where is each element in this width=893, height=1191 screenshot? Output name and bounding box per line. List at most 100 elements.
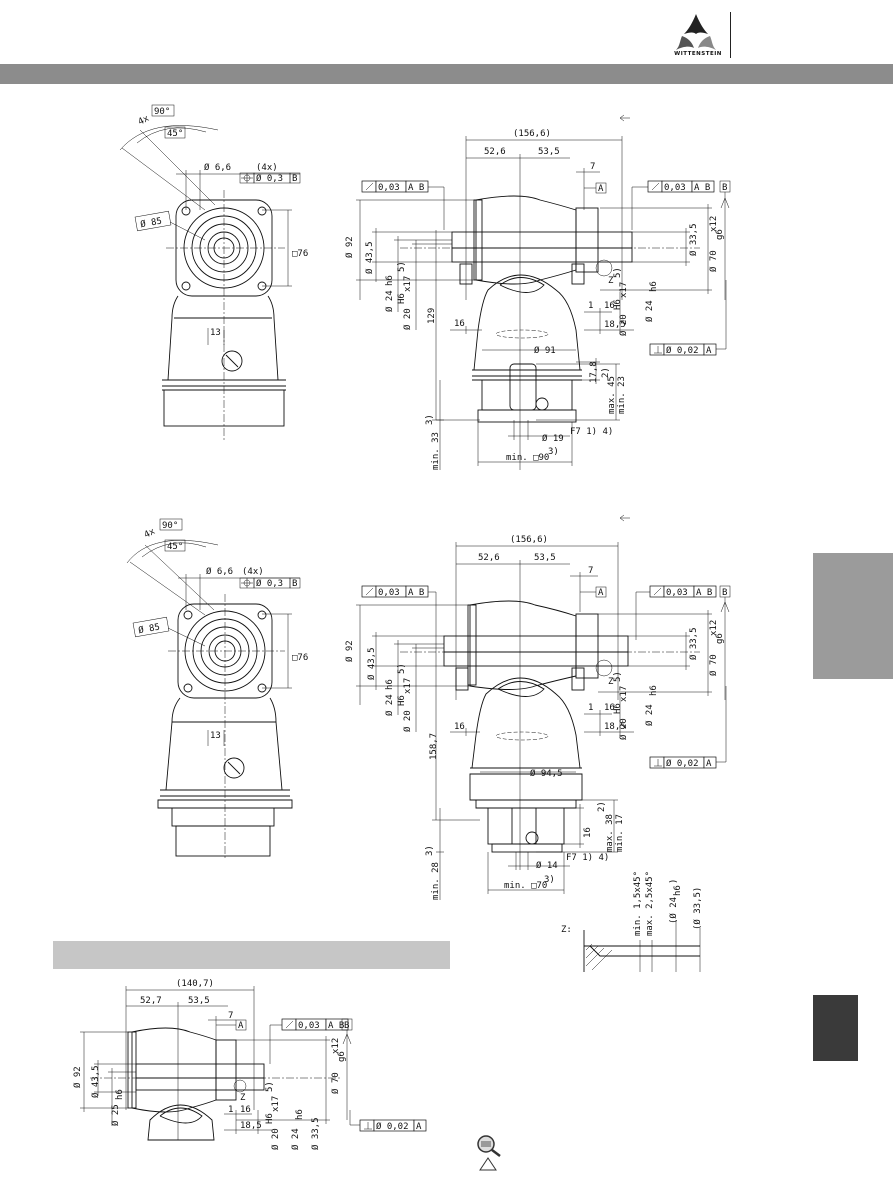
v1s-min23: min. 23 [617, 376, 627, 414]
v2-dim-13: 13 [210, 731, 221, 741]
v2s-overall: (156,6) [510, 535, 548, 545]
v2s-d535: 53,5 [534, 553, 556, 563]
v2s-runout-right-datum: A B [696, 588, 712, 598]
v2s-d1: 1 [588, 703, 593, 713]
v2-position-datum: B [292, 579, 297, 589]
v1s-perp: Ø 0,02 [666, 345, 699, 356]
v2-flange-square: □76 [292, 653, 308, 663]
v3s-d335: Ø 33,5 [310, 1117, 321, 1150]
magnifier-icon[interactable] [470, 1132, 506, 1172]
v1-angle-total: 90° [154, 107, 170, 117]
v2s-runout-left-datum: A B [408, 588, 424, 598]
v1s-d20r-x: x17 [619, 282, 629, 298]
detail-z-dia24-sub: h6 [673, 885, 683, 896]
v1s-d24-sub: h6 [385, 275, 395, 286]
v1s-d70-x: x12 [709, 216, 719, 232]
v1s-d19: Ø 19 [542, 433, 564, 444]
v3s-d1: 1 [228, 1105, 233, 1115]
v3s-d25-sub: h6 [115, 1089, 125, 1100]
v1s-d129: 129 [427, 308, 437, 324]
v3s-d24: Ø 24 [290, 1128, 301, 1150]
v2-hole-dia: Ø 6,6 [206, 566, 233, 577]
v2s-runout-right: 0,03 [666, 588, 688, 598]
v1s-d526: 52,6 [484, 147, 506, 157]
v3s-overall: (140,7) [176, 979, 214, 989]
side-tab-dark[interactable] [813, 995, 858, 1061]
detail-z-chamfer-max: max. 2,5x45° [645, 871, 655, 936]
v2s-d14: Ø 14 [536, 860, 558, 871]
v1s-d435: Ø 43,5 [364, 241, 375, 274]
v3s-d16: 16 [240, 1105, 251, 1115]
detail-z-chamfer-min: min. 1,5x45° [633, 871, 643, 936]
v3s-runout: 0,03 [298, 1021, 320, 1031]
v3s-d70: Ø 70 [330, 1072, 341, 1094]
v1-dim-13: 13 [210, 328, 221, 338]
v1s-runout-left-datum: A B [408, 183, 424, 193]
v2s-max38: max. 38 [605, 814, 615, 852]
view1-front-drawing: 4x 90° 45° Ø 6,6 (4x) Ø 0,3 B Ø 85 □76 [119, 104, 308, 440]
v2s-d20-tol: H6 [397, 695, 407, 706]
view1-side-drawing: (156,6) 52,6 53,5 7 0,03 A B A 0,03 A B … [344, 114, 731, 470]
v2s-datum-a: A [598, 588, 604, 598]
section-header-bar [53, 941, 450, 969]
v1-position-tol: Ø 0,3 [256, 173, 283, 184]
v2s-d16b: 16 [583, 827, 593, 838]
side-tab-light[interactable] [813, 553, 893, 679]
v1s-min33: min. 33 [431, 432, 441, 470]
v2s-d16r: 16 [604, 703, 615, 713]
v1s-d20-x: x17 [403, 276, 413, 292]
v2s-d70-x: x12 [709, 620, 719, 636]
view2-side-drawing: (156,6) 52,6 53,5 7 0,03 A B A 0,03 A B … [344, 514, 731, 900]
v3s-z: Z [240, 1093, 246, 1103]
v3s-d92: Ø 92 [72, 1066, 83, 1088]
v2s-d20: Ø 20 [402, 710, 413, 732]
view3-side-drawing: (140,7) 52,7 53,5 7 A 0,03 A B B Z Ø 92 … [72, 979, 427, 1150]
v1s-d20: Ø 20 [402, 308, 413, 330]
v1s-d335: Ø 33,5 [688, 223, 699, 256]
v2s-d335: Ø 33,5 [688, 627, 699, 660]
v3s-d185: 18,5 [240, 1121, 262, 1131]
v1s-d20r: Ø 20 [618, 314, 629, 336]
v1s-d24: Ø 24 [384, 290, 395, 312]
v1s-d7: 7 [590, 162, 595, 172]
v3s-d70-sub: g6 [337, 1051, 347, 1062]
v3s-perp: Ø 0,02 [376, 1121, 409, 1132]
v2s-d20-sup: 5) [397, 663, 407, 674]
v2s-d20r-sup: 5) [613, 671, 623, 682]
v3s-d20-tol: H6 [265, 1113, 275, 1124]
v2s-d16: 16 [454, 722, 465, 732]
v2s-min70-sup: 3) [544, 875, 555, 885]
v2s-d20r-tol: H6 [613, 703, 623, 714]
v2s-min17: min. 17 [615, 814, 625, 852]
v1s-datum-a: A [598, 184, 604, 194]
v2s-d185: 18,5 [604, 722, 626, 732]
v2s-d945: Ø 94,5 [530, 768, 563, 779]
v2s-z: Z [608, 677, 614, 687]
v1s-runout-left: 0,03 [378, 183, 400, 193]
v2s-runout-left: 0,03 [378, 588, 400, 598]
v3s-d70-x: x12 [331, 1038, 341, 1054]
v1-angle-count: 4x [137, 113, 152, 127]
v1s-z: Z [608, 276, 614, 286]
v3s-d7: 7 [228, 1011, 233, 1021]
v1s-d16r: 16 [604, 301, 615, 311]
v3s-datum-b: B [344, 1021, 349, 1031]
v2s-d1587: 158,7 [429, 733, 439, 760]
v1s-runout-right-datum: A B [694, 183, 710, 193]
v3s-d20: Ø 20 [270, 1128, 281, 1150]
v1-angle-half: 45° [167, 129, 183, 139]
v1s-min90: min. □90 [506, 453, 549, 463]
v3s-datum-a: A [238, 1021, 244, 1031]
v1s-perp-datum: A [706, 346, 712, 356]
v3s-d20-sup: 5) [265, 1081, 275, 1092]
v2s-d20r-x: x17 [619, 686, 629, 702]
v2s-d526: 52,6 [478, 553, 500, 563]
header-bar [0, 64, 893, 84]
v2s-d24r-sub: h6 [649, 685, 659, 696]
v1s-d92: Ø 92 [344, 236, 355, 258]
v3s-d435: Ø 43,5 [90, 1065, 101, 1098]
v1s-d185: 18,5 [604, 320, 626, 330]
v2s-d14-sup: F7 1) 4) [566, 853, 609, 863]
v2-position-tol: Ø 0,3 [256, 578, 283, 589]
